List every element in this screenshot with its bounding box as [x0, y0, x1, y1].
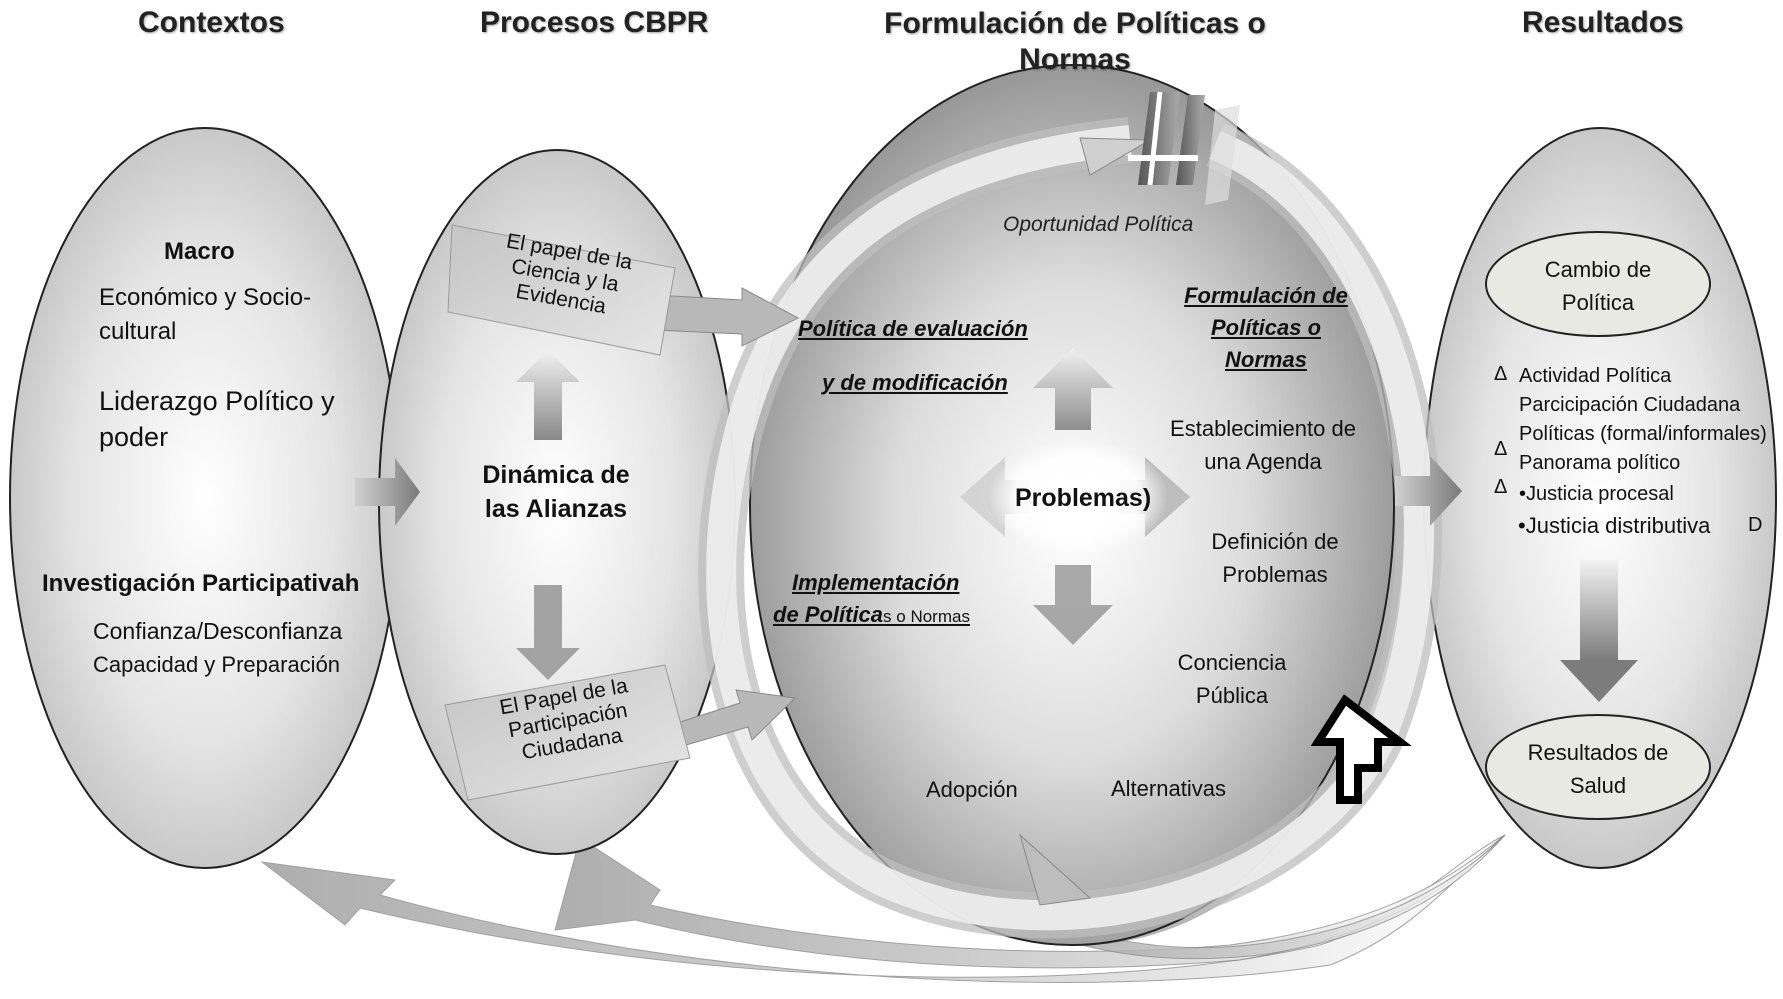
- poder-label: poder: [99, 422, 169, 452]
- salud-line-2: Salud: [1569, 773, 1627, 798]
- up-arrow-icon: [1310, 694, 1412, 804]
- implementacion-label-2: de Políticas o Normas: [773, 602, 970, 627]
- capacidad-label: Capacidad y Preparación: [93, 652, 341, 677]
- d-label: D: [1748, 514, 1763, 536]
- dinamica-line-2: las Alianzas: [484, 495, 628, 523]
- center-arrows: [960, 348, 1190, 645]
- header-contextos: Contextos: [138, 6, 285, 39]
- header-procesos: Procesos CBPR: [480, 6, 709, 39]
- oportunidad-label: Oportunidad Política: [1003, 213, 1194, 236]
- cambio-text: Cambio de Política: [1508, 253, 1688, 319]
- conciencia-text: Conciencia Pública: [1152, 646, 1312, 712]
- cycle-band: [698, 117, 1443, 939]
- salud-line-1: Resultados de: [1527, 740, 1669, 765]
- confianza-label: Confianza/Desconfianza: [93, 618, 343, 644]
- delta-icon-3: Δ: [1494, 476, 1508, 498]
- problemas-label: Problemas): [1015, 484, 1152, 512]
- implementacion-label-2a: de Política: [773, 602, 884, 627]
- formulacion-stage-text: Formulación de Políticas o Normas: [1172, 280, 1360, 376]
- panorama-label: Panorama político: [1519, 452, 1681, 474]
- participacion-box: [444, 664, 691, 801]
- ciencia-box: [447, 224, 676, 356]
- ciencia-to-evaluacion-arrow: [654, 287, 800, 347]
- dinamica-line-1: Dinámica de: [482, 461, 630, 489]
- establecimiento-text: Establecimiento de una Agenda: [1153, 412, 1373, 478]
- cambio-line-1: Cambio de: [1544, 257, 1652, 282]
- adopcion-label: Adopción: [926, 777, 1018, 802]
- dinamica-down-arrow: [516, 585, 580, 680]
- establecimiento-line-1: Establecimiento de: [1170, 416, 1356, 441]
- cambio-oval: [1485, 231, 1711, 337]
- evaluacion-label-2: y de modificación: [822, 370, 1008, 395]
- salud-oval: [1485, 714, 1711, 820]
- formulacion-line-1: Formulación de: [1184, 283, 1348, 308]
- dinamica-up-arrow: [516, 350, 580, 440]
- justicia-procesal-label: •Justicia procesal: [1519, 483, 1674, 505]
- delta-icon-2: Δ: [1494, 438, 1508, 460]
- definicion-text: Definición de Problemas: [1185, 525, 1365, 591]
- contextos-to-procesos-arrow: [355, 458, 420, 526]
- formulacion-line-3: Normas: [1225, 347, 1307, 372]
- liderazgo-label: Liderazgo Político y: [99, 386, 335, 416]
- delta-icon-1: Δ: [1494, 363, 1508, 385]
- header-resultados: Resultados: [1522, 6, 1684, 39]
- cambio-line-2: Política: [1561, 290, 1635, 315]
- dinamica-text: Dinámica de las Alianzas: [466, 458, 646, 526]
- header-formulacion: Formulación de Políticas o Normas: [884, 7, 1266, 76]
- cultural-label: cultural: [99, 318, 177, 345]
- establecimiento-line-2: una Agenda: [1204, 449, 1322, 474]
- salud-text: Resultados de Salud: [1508, 736, 1688, 802]
- policy-window-icon: [1128, 91, 1240, 205]
- alternativas-label: Alternativas: [1111, 776, 1226, 801]
- macro-label: Macro: [164, 238, 235, 265]
- participacion-label: Parcicipación Ciudadana: [1519, 394, 1741, 416]
- evaluacion-label-1: Política de evaluación: [798, 316, 1028, 341]
- definicion-line-1: Definición de: [1211, 529, 1339, 554]
- justicia-distributiva-label: •Justicia distributiva: [1518, 513, 1711, 538]
- investigacion-label: Investigación Participativah: [42, 570, 360, 597]
- conciencia-line-2: Pública: [1195, 683, 1269, 708]
- politicas-label: Políticas (formal/informales): [1519, 423, 1767, 445]
- conciencia-line-1: Conciencia: [1177, 650, 1287, 675]
- economico-label: Económico y Socio-: [99, 284, 312, 311]
- resultados-down-arrow: [1560, 560, 1638, 702]
- formulacion-line-2: Políticas o: [1210, 315, 1322, 340]
- implementacion-label-1: Implementación: [792, 570, 960, 595]
- actividad-label: Actividad Política: [1519, 365, 1672, 387]
- formulacion-to-resultados-arrow: [1395, 456, 1462, 526]
- definicion-line-2: Problemas: [1222, 562, 1328, 587]
- implementacion-label-2b: s o Normas: [883, 607, 970, 626]
